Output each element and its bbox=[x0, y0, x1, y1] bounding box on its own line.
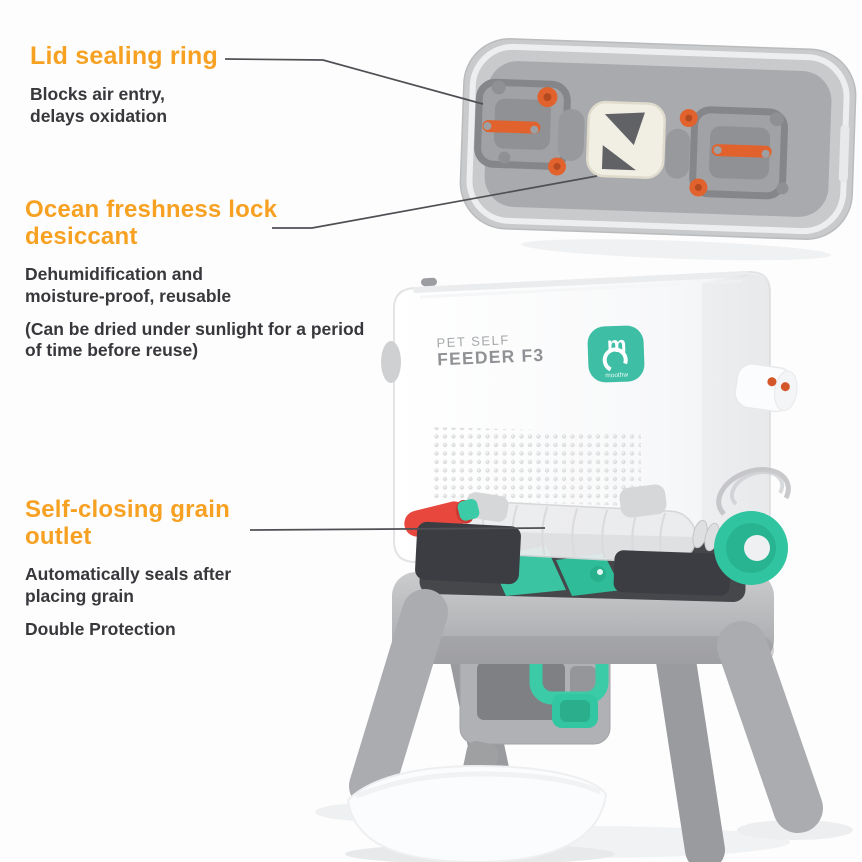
annotation-title: Lid sealing ring bbox=[30, 42, 218, 70]
annotation-lid-sealing-ring: Lid sealing ring Blocks air entry, delay… bbox=[30, 42, 330, 128]
annotation-desc: Dehumidification and moisture-proof, reu… bbox=[25, 264, 232, 306]
front-legs bbox=[349, 589, 823, 833]
annotation-desc: Double Protection bbox=[25, 618, 176, 639]
annotation-title: Ocean freshness lock desiccant bbox=[25, 196, 278, 251]
charcoal-block-right bbox=[613, 550, 731, 596]
callout-line-outlet bbox=[249, 527, 546, 531]
callout-line-desiccant bbox=[272, 175, 598, 229]
charcoal-block-left bbox=[415, 521, 521, 585]
lid-rim-slot bbox=[838, 124, 850, 183]
lid-shadow bbox=[521, 239, 832, 261]
lid-latch-left bbox=[557, 108, 585, 161]
auger-strap-right bbox=[619, 484, 667, 518]
sealing-ring-left bbox=[474, 78, 571, 176]
logo-brand-text: moothw bbox=[605, 372, 628, 380]
grain-outlet-mechanism bbox=[404, 467, 791, 596]
sealing-ring-right bbox=[679, 106, 789, 200]
lid-latch-right bbox=[665, 128, 690, 179]
product-print: PET SELF FEEDER F3 bbox=[436, 332, 545, 370]
hopper-hinge-notch bbox=[421, 277, 437, 287]
callout-lines bbox=[224, 58, 598, 531]
callout-line-lid-ring bbox=[224, 58, 484, 105]
food-bowl bbox=[345, 764, 615, 862]
hopper-body: PET SELF FEEDER F3 m moothw bbox=[381, 270, 798, 563]
power-plug-knob bbox=[734, 363, 798, 413]
desiccant-holder bbox=[586, 95, 666, 184]
print-line2: FEEDER F3 bbox=[437, 345, 545, 370]
annotation-title: Self-closing grain outlet bbox=[25, 496, 230, 551]
ghost-spring bbox=[716, 467, 791, 516]
annotation-desc: Blocks air entry, delays oxidation bbox=[30, 84, 168, 126]
side-button bbox=[381, 341, 401, 383]
mixer-wheel bbox=[714, 511, 788, 585]
lid-illustration bbox=[459, 38, 857, 261]
annotation-desc: (Can be dried under sunlight for a perio… bbox=[25, 318, 365, 361]
annotation-desiccant: Ocean freshness lock desiccant Dehumidif… bbox=[25, 196, 425, 362]
brand-logo: m moothw bbox=[587, 325, 645, 383]
annotation-desc: Automatically seals after placing grain bbox=[25, 564, 232, 606]
print-line1: PET SELF bbox=[436, 332, 510, 350]
annotation-grain-outlet: Self-closing grain outlet Automatically … bbox=[25, 496, 425, 640]
vent-texture bbox=[433, 427, 641, 506]
